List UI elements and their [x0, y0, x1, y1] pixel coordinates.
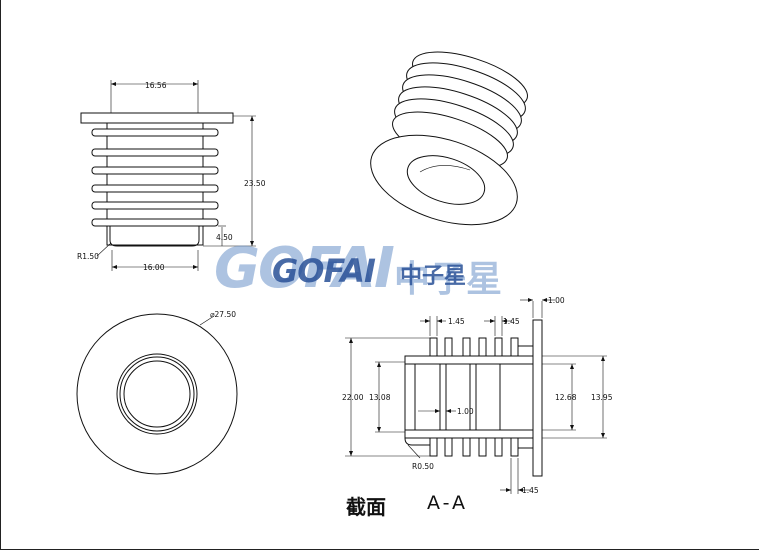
dim-bottom-width: 16.00: [143, 263, 165, 272]
watermark-brand-cn-large: 中子星: [394, 259, 503, 300]
iso-bore: [406, 155, 486, 205]
section-ribs-bottom: [429, 437, 519, 457]
dim-bottom-rib: 1.45: [522, 486, 539, 495]
front-body: [106, 122, 204, 246]
bottom-ring-3: [123, 360, 191, 428]
front-ribs: [91, 128, 219, 227]
watermark-brand-large: GOFAI: [214, 236, 395, 301]
dim-rib-pitch-right: 1.45: [503, 317, 520, 326]
watermark-brand: GOFAI: [272, 252, 376, 290]
section-view: 1.00 1.45 1.45 22.00 13.08: [342, 296, 613, 495]
section-ribs-top: [429, 337, 519, 357]
dim-fillet: R0.50: [412, 462, 434, 471]
dim-step-height: 4.50: [216, 233, 233, 242]
dim-inner-left: 13.08: [369, 393, 391, 402]
section-caption: 截面: [346, 495, 386, 519]
bottom-ring-1: [116, 353, 198, 435]
dim-inner-right: 12.68: [555, 393, 577, 402]
front-bottom: [109, 226, 200, 247]
dim-rib-pitch-left: 1.45: [448, 317, 465, 326]
dim-outer-right: 13.95: [591, 393, 613, 402]
dim-height: 23.50: [244, 179, 266, 188]
dim-outer-diameter: ⌀27.50: [210, 310, 236, 319]
section-label: A-A: [427, 492, 469, 514]
front-flange: [80, 112, 234, 124]
front-view: 16.56 23.50 4.50 16.00 R1.50: [77, 80, 266, 272]
bottom-view: ⌀27.50: [76, 310, 238, 475]
section-flange: [532, 319, 543, 477]
watermark-brand-cn: 中子星: [400, 264, 467, 289]
dim-radius: R1.50: [77, 252, 99, 261]
dim-flange-thickness: 1.00: [548, 296, 565, 305]
dim-overall-height: 22.00: [342, 393, 364, 402]
bottom-ring-2: [119, 356, 195, 432]
isometric-view: [370, 51, 528, 226]
bottom-outer-circle: [76, 313, 238, 475]
dim-wall: 1.00: [457, 407, 474, 416]
dim-top-width: 16.56: [145, 81, 167, 90]
